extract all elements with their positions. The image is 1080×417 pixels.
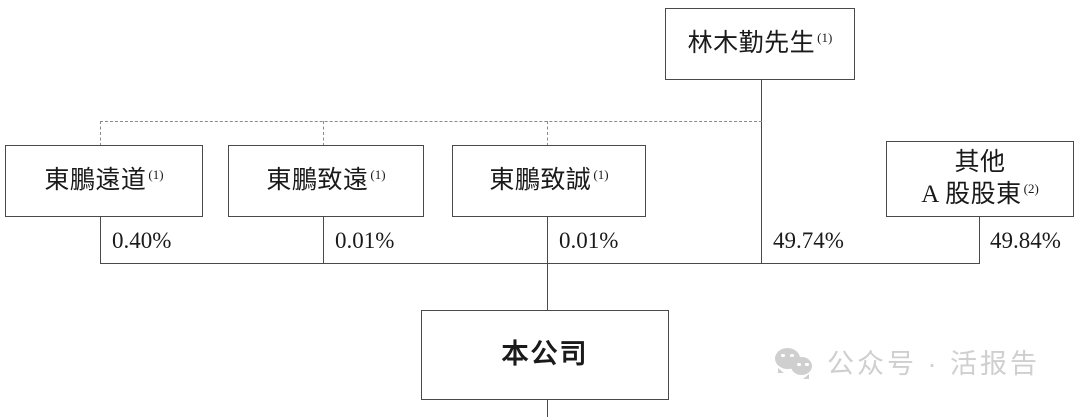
connector-other-shareholders-to-bus [979,217,980,264]
percent-label-other-shareholders: 49.84% [988,228,1063,254]
connector-chairman-to-bus [761,80,762,264]
node-chairman-footnote: (1) [817,30,833,46]
node-dongpeng-zhiyuan[interactable]: 東鵬致遠(1) [228,145,424,217]
node-dongpeng-zhiyuan-footnote: (1) [370,167,386,183]
connector-dashed-drop-sub-3 [547,121,548,146]
percent-label-sub-3: 0.01% [557,228,621,254]
node-dongpeng-zhicheng-footnote: (1) [593,167,609,183]
node-dongpeng-yuandao[interactable]: 東鵬遠道(1) [5,145,203,217]
node-dongpeng-yuandao-label: 東鵬遠道(1) [44,167,164,195]
connector-sub-2-to-bus [323,217,324,264]
watermark: 公众号 · 活报告 [775,342,1040,381]
node-other-a-share-holders-footnote: (2) [1023,180,1039,196]
connector-dashed-drop-sub-2 [323,121,324,146]
percent-label-sub-1: 0.40% [110,228,174,254]
connector-company-downstream [547,400,548,417]
connector-dashed-control-bus [100,121,762,122]
percent-label-sub-2: 0.01% [333,228,397,254]
wechat-icon [775,346,815,379]
connector-bus-to-company [547,263,548,310]
connector-dashed-drop-sub-1 [100,121,101,146]
connector-sub-1-to-bus [100,217,101,264]
node-the-company[interactable]: 本公司 [421,310,669,400]
node-dongpeng-yuandao-footnote: (1) [148,167,164,183]
node-chairman-label: 林木勤先生(1) [687,30,833,58]
connector-sub-3-to-bus [547,217,548,264]
node-dongpeng-zhiyuan-label: 東鵬致遠(1) [266,167,386,195]
watermark-text: 公众号 · 活报告 [827,349,1040,379]
node-the-company-label: 本公司 [501,339,589,370]
connector-main-bus [100,263,980,264]
node-dongpeng-zhicheng-label: 東鵬致誠(1) [489,167,609,195]
node-chairman[interactable]: 林木勤先生(1) [665,8,855,80]
percent-label-chairman: 49.74% [771,228,846,254]
node-dongpeng-zhicheng[interactable]: 東鵬致誠(1) [452,145,646,217]
